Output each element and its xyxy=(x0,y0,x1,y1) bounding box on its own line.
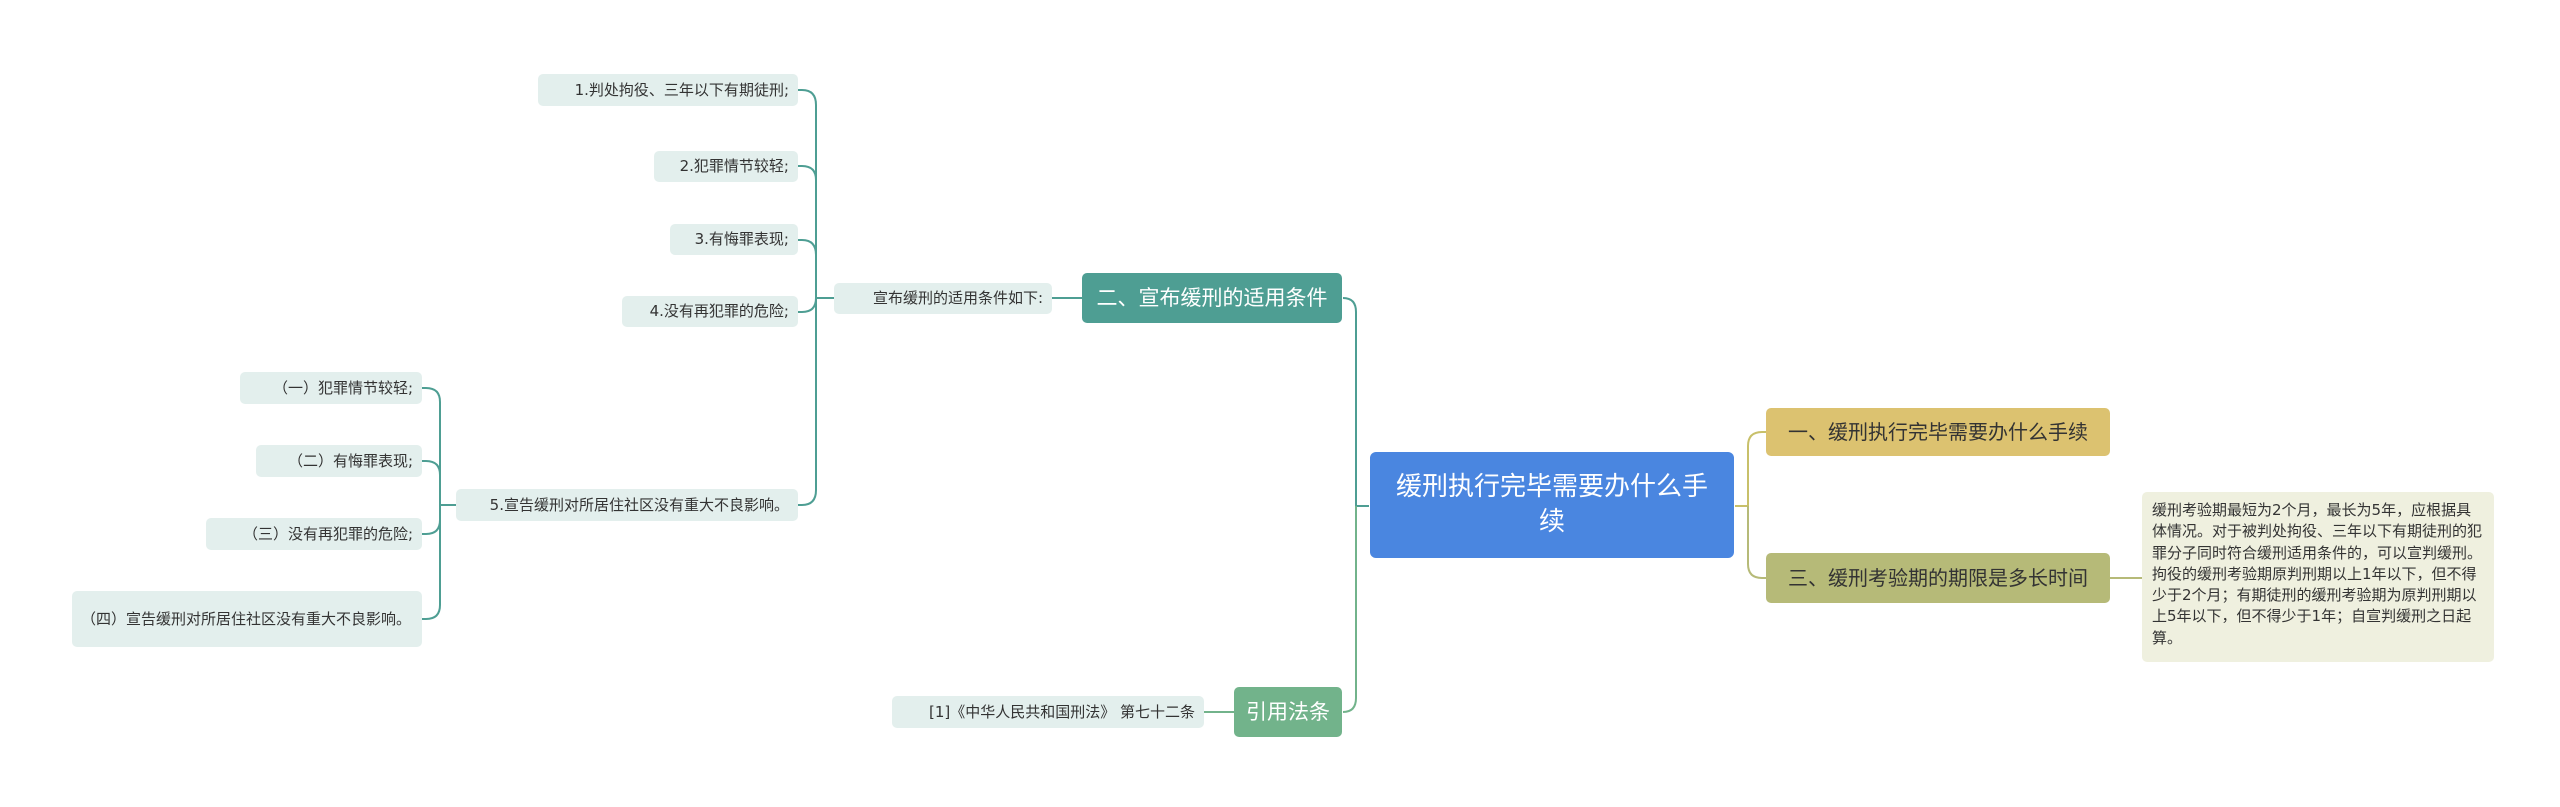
sub-item-2[interactable]: （二）有悔罪表现; xyxy=(256,445,422,477)
connector-item-3 xyxy=(798,239,817,256)
condition-item-3[interactable]: 3.有悔罪表现; xyxy=(670,224,798,255)
branch-procedure-label: 一、缓刑执行完毕需要办什么手续 xyxy=(1788,419,2088,444)
root-topic-label: 缓刑执行完毕需要办什么手续 xyxy=(1395,471,1708,537)
citation-item-1-label: [1]《中华人民共和国刑法》 第七十二条 xyxy=(928,702,1195,721)
condition-item-1-label: 1.判处拘役、三年以下有期徒刑; xyxy=(574,80,789,99)
branch-citation-label: 引用法条 xyxy=(1246,699,1330,724)
connector-item-2 xyxy=(798,165,817,181)
probation-note-text: 缓刑考验期最短为2个月，最长为5年，应根据具体情况。对于被判处拘役、三年以下有期… xyxy=(2152,501,2483,647)
branch-conditions-label: 二、宣布缓刑的适用条件 xyxy=(1096,285,1328,310)
condition-item-1[interactable]: 1.判处拘役、三年以下有期徒刑; xyxy=(538,74,798,106)
branch-conditions[interactable]: 二、宣布缓刑的适用条件 xyxy=(1082,273,1342,323)
sub-item-2-label: （二）有悔罪表现; xyxy=(287,451,413,470)
conditions-intro[interactable]: 宣布缓刑的适用条件如下: xyxy=(834,283,1052,314)
sub-item-1-label: （一）犯罪情节较轻; xyxy=(272,378,413,397)
connector-item-1 xyxy=(798,89,817,298)
condition-item-3-label: 3.有悔罪表现; xyxy=(694,230,789,249)
connector-sub-4 xyxy=(422,505,441,620)
connector-item-5 xyxy=(798,298,817,506)
condition-item-5-label: 5.宣告缓刑对所居住社区没有重大不良影响。 xyxy=(489,495,789,514)
condition-item-5[interactable]: 5.宣告缓刑对所居住社区没有重大不良影响。 xyxy=(456,489,798,521)
sub-item-4[interactable]: （四）宣告缓刑对所居住社区没有重大不良影响。 xyxy=(72,591,422,647)
probation-note[interactable]: 缓刑考验期最短为2个月，最长为5年，应根据具体情况。对于被判处拘役、三年以下有期… xyxy=(2142,492,2494,662)
root-topic[interactable]: 缓刑执行完毕需要办什么手续 xyxy=(1370,452,1734,558)
condition-item-2-label: 2.犯罪情节较轻; xyxy=(679,157,789,176)
branch-probation-label: 三、缓刑考验期的期限是多长时间 xyxy=(1788,565,2088,590)
branch-procedure[interactable]: 一、缓刑执行完毕需要办什么手续 xyxy=(1766,408,2110,456)
connector-root-probation xyxy=(1747,506,1766,579)
connector-root-conditions xyxy=(1342,297,1357,506)
connector-root-citation xyxy=(1342,506,1357,713)
sub-item-4-label: （四）宣告缓刑对所居住社区没有重大不良影响。 xyxy=(81,609,412,628)
branch-probation[interactable]: 三、缓刑考验期的期限是多长时间 xyxy=(1766,553,2110,603)
connector-sub-1 xyxy=(422,387,456,506)
citation-item-1[interactable]: [1]《中华人民共和国刑法》 第七十二条 xyxy=(892,696,1204,728)
conditions-intro-label: 宣布缓刑的适用条件如下: xyxy=(872,289,1043,308)
condition-item-4-label: 4.没有再犯罪的危险; xyxy=(649,302,789,321)
condition-item-2[interactable]: 2.犯罪情节较轻; xyxy=(654,151,798,182)
condition-item-4[interactable]: 4.没有再犯罪的危险; xyxy=(622,296,798,327)
sub-item-3-label: （三）没有再犯罪的危险; xyxy=(242,524,413,543)
connector-root-procedure xyxy=(1747,431,1766,506)
connector-sub-2 xyxy=(422,460,441,476)
sub-item-1[interactable]: （一）犯罪情节较轻; xyxy=(240,372,422,404)
connector-item-4 xyxy=(798,297,817,313)
sub-item-3[interactable]: （三）没有再犯罪的危险; xyxy=(206,518,422,550)
branch-citation[interactable]: 引用法条 xyxy=(1234,687,1342,737)
connector-sub-3 xyxy=(422,505,441,535)
